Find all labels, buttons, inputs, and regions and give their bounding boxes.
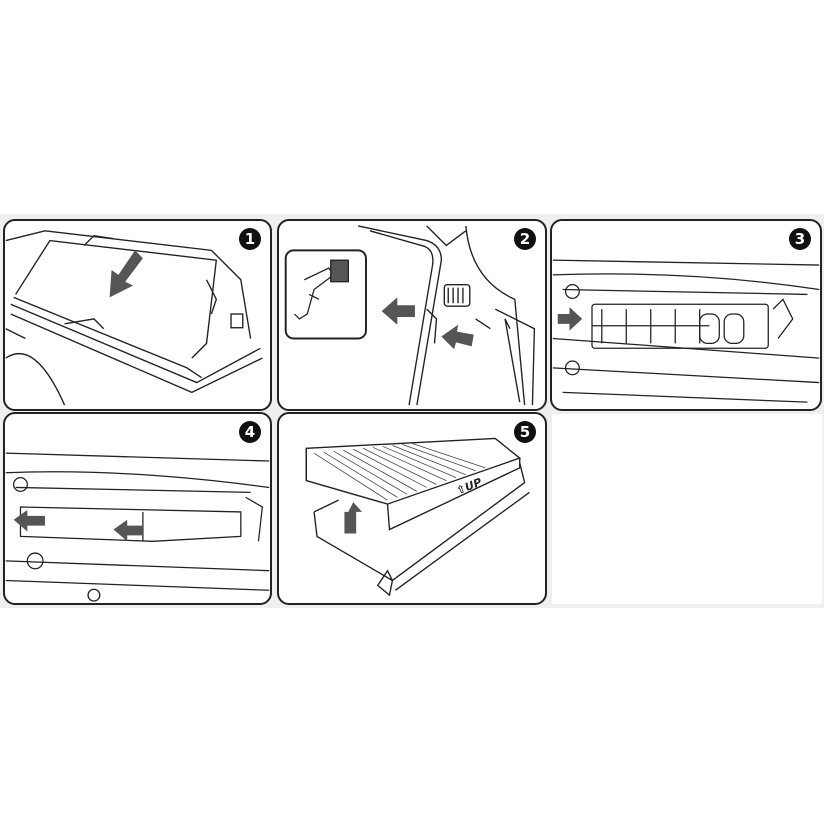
step-1-panel: 1 bbox=[3, 219, 272, 411]
detail-inset bbox=[284, 249, 367, 340]
step-1-illustration bbox=[5, 230, 263, 406]
step-number-badge: 3 bbox=[789, 228, 811, 250]
step-5-illustration bbox=[305, 437, 530, 597]
arrow-icon bbox=[381, 297, 415, 325]
step-3-illustration bbox=[552, 259, 820, 403]
step-number-badge: 5 bbox=[514, 421, 536, 443]
empty-area bbox=[552, 414, 822, 604]
arrow-icon bbox=[113, 519, 143, 542]
step-4-panel: 4 bbox=[3, 412, 272, 605]
arrow-icon bbox=[13, 509, 45, 532]
step-number-badge: 1 bbox=[239, 228, 261, 250]
step-5-panel: ⇧UP 5 bbox=[277, 412, 547, 605]
step-number-badge: 4 bbox=[239, 421, 261, 443]
arrow-icon bbox=[557, 307, 583, 331]
step-4-illustration bbox=[5, 452, 270, 602]
arrow-icon bbox=[441, 324, 474, 350]
arrow-icon bbox=[344, 502, 363, 534]
arrow-icon bbox=[109, 250, 143, 298]
step-2-illustration bbox=[284, 225, 536, 406]
step-3-panel: 3 bbox=[550, 219, 822, 411]
step-2-panel: 2 bbox=[277, 219, 547, 411]
step-number-badge: 2 bbox=[514, 228, 536, 250]
